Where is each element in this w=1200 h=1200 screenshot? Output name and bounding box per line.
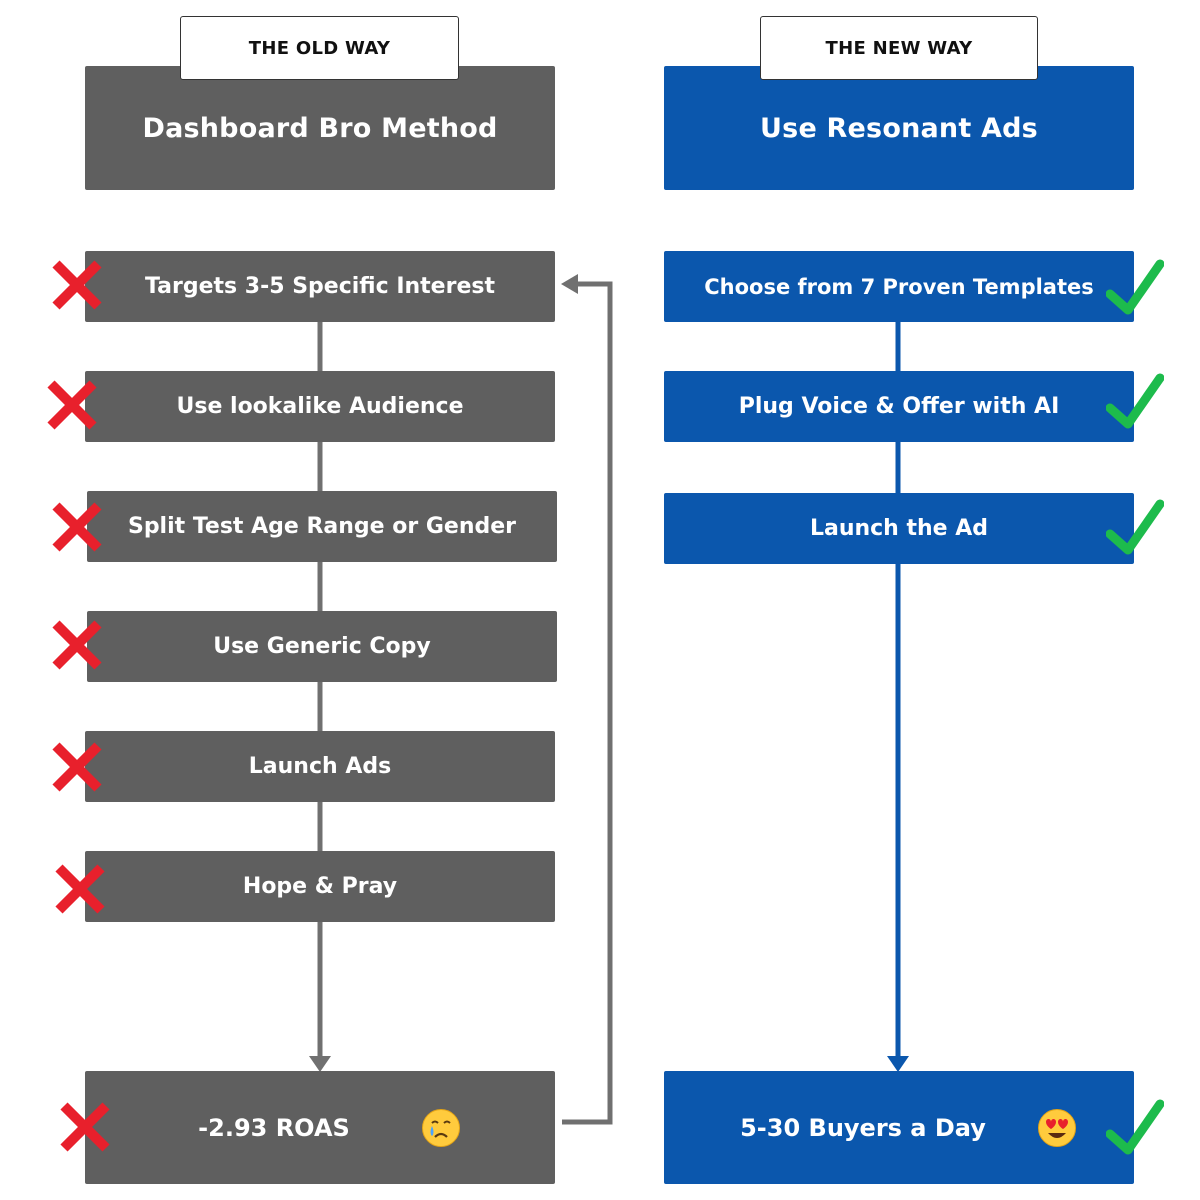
x-icon xyxy=(55,864,105,914)
old-way-title-box: Dashboard Bro Method xyxy=(85,66,555,190)
feedback-arrowhead xyxy=(561,274,578,294)
new-way-title-box: Use Resonant Ads xyxy=(664,66,1134,190)
new-step-label: Choose from 7 Proven Templates xyxy=(704,274,1094,299)
old-step-label: Launch Ads xyxy=(248,754,392,779)
old-result-label: -2.93 ROAS xyxy=(198,1113,350,1142)
new-step-label: Plug Voice & Offer with AI xyxy=(738,394,1060,419)
new-result-label: 5-30 Buyers a Day xyxy=(740,1113,986,1142)
old-step-label: Use Generic Copy xyxy=(213,634,431,659)
check-icon xyxy=(1106,259,1164,315)
check-icon xyxy=(1106,499,1164,555)
heart-eyes-emoji xyxy=(1038,1109,1076,1147)
crying-face-emoji xyxy=(422,1109,460,1147)
check-icon xyxy=(1106,1099,1164,1155)
old-way-title: Dashboard Bro Method xyxy=(142,112,498,144)
new-way-tab-label: THE NEW WAY xyxy=(825,37,973,59)
old-step-box: Split Test Age Range or Gender xyxy=(87,491,557,562)
old-step-label: Split Test Age Range or Gender xyxy=(127,514,517,539)
old-step-box: Launch Ads xyxy=(85,731,555,802)
x-icon xyxy=(52,260,102,310)
x-icon xyxy=(52,502,102,552)
old-step-box: Targets 3-5 Specific Interest xyxy=(85,251,555,322)
check-icon xyxy=(1106,373,1164,429)
x-icon xyxy=(52,742,102,792)
old-step-label: Hope & Pray xyxy=(242,874,398,899)
old-step-label: Use lookalike Audience xyxy=(176,394,464,419)
new-step-box: Plug Voice & Offer with AI xyxy=(664,371,1134,442)
new-way-title: Use Resonant Ads xyxy=(760,112,1038,144)
x-icon xyxy=(52,620,102,670)
new-way-tab: THE NEW WAY xyxy=(760,16,1038,80)
feedback-loop-line xyxy=(562,281,613,1125)
old-step-box: Hope & Pray xyxy=(85,851,555,922)
old-step-label: Targets 3-5 Specific Interest xyxy=(145,274,495,299)
x-icon xyxy=(47,380,97,430)
new-step-label: Launch the Ad xyxy=(809,516,989,541)
old-result-box: -2.93 ROAS xyxy=(85,1071,555,1184)
old-down-arrowhead xyxy=(309,1056,331,1072)
old-way-tab-label: THE OLD WAY xyxy=(248,37,391,59)
old-step-box: Use lookalike Audience xyxy=(85,371,555,442)
new-down-arrowhead xyxy=(887,1056,909,1072)
old-step-box: Use Generic Copy xyxy=(87,611,557,682)
new-step-box: Choose from 7 Proven Templates xyxy=(664,251,1134,322)
old-way-tab: THE OLD WAY xyxy=(180,16,459,80)
new-step-box: Launch the Ad xyxy=(664,493,1134,564)
x-icon xyxy=(60,1102,110,1152)
